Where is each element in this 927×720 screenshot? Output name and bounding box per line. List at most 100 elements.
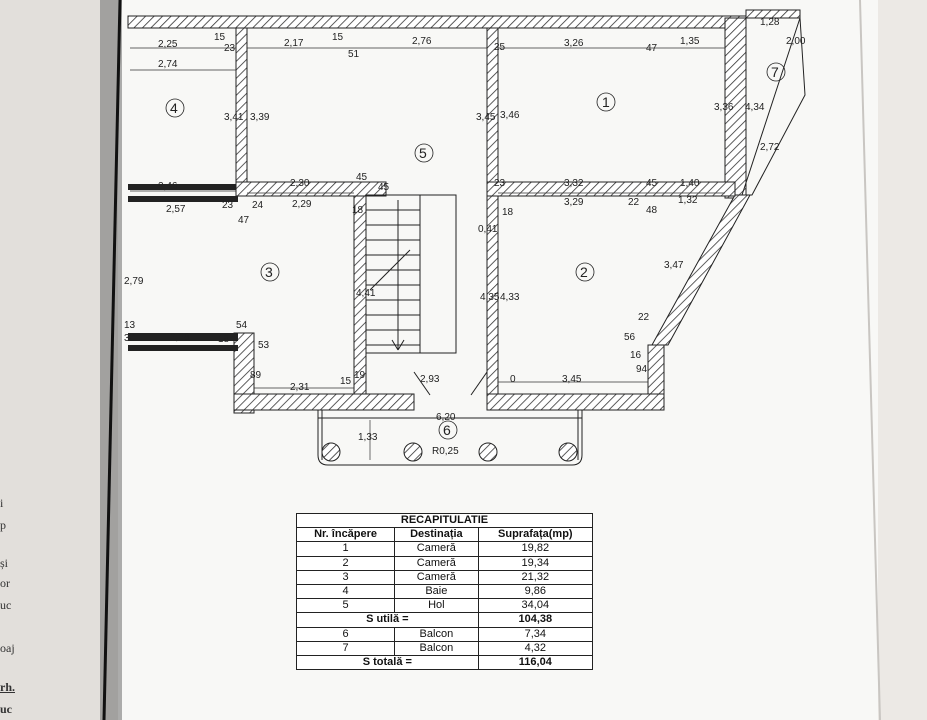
dim-label: 51: [348, 49, 360, 60]
dim-label: 53: [258, 340, 270, 351]
cell: Cameră: [394, 555, 479, 571]
cell: 1: [295, 541, 396, 557]
room-6-label: 6: [443, 422, 451, 438]
dim-label: 94: [636, 364, 648, 375]
balcony-6: [317, 410, 583, 466]
dim-label: 18: [218, 334, 230, 345]
total-value: 116,04: [477, 654, 594, 671]
dim-label: 23: [224, 43, 236, 54]
dim-label: 15: [332, 32, 344, 43]
dim-label: 3,29: [564, 197, 584, 208]
dim-label: 2,25: [158, 39, 178, 50]
cell: 4,32: [477, 640, 594, 656]
edge-text: i: [0, 496, 4, 510]
dim-label: 3,45: [562, 374, 582, 385]
dim-label: 16: [630, 350, 642, 361]
dim-label: 45: [646, 178, 658, 189]
dim-label: 22: [638, 312, 650, 323]
dim-label: 4,41: [356, 288, 376, 299]
cell: Balcon: [394, 626, 479, 642]
dim-label: 15: [214, 32, 226, 43]
subtotal-value: 104,38: [477, 612, 594, 628]
dim-label: 1,28: [760, 17, 780, 28]
edge-text: or: [0, 576, 10, 590]
dim-label: 3,32: [564, 178, 584, 189]
cell: 9,86: [477, 583, 594, 600]
dim-label: 2,93: [420, 374, 440, 385]
dim-label: 6,20: [436, 412, 456, 423]
cell: 7,34: [477, 626, 594, 642]
dim-label: 48: [646, 205, 658, 216]
dim-label: 15: [340, 376, 352, 387]
cell: 19,34: [477, 555, 594, 571]
dim-label: 18: [352, 205, 364, 216]
dim-label: 47: [646, 43, 658, 54]
dim-label: 23: [222, 200, 234, 211]
dim-label: 3,46: [500, 110, 520, 121]
dim-label: 1,33: [358, 432, 378, 443]
dim-label: 3,47: [664, 260, 684, 271]
dim-label: 2,00: [786, 36, 806, 47]
dim-label: 2,57: [166, 204, 186, 215]
dim-label: 1,40: [680, 178, 700, 189]
dim-label: 1,32: [678, 195, 698, 206]
dim-label: 0: [510, 374, 516, 385]
dim-label: 2,31: [290, 382, 310, 393]
room-5-label: 5: [419, 145, 427, 161]
fold-line: [102, 0, 122, 720]
dim-label: 3,45: [476, 112, 496, 123]
dim-label: 30: [124, 333, 136, 344]
dimension-labels: 2,25 15 23 2,74 2,17 15 51 2,76 25 3,26 …: [124, 17, 806, 457]
dim-label: 18: [502, 207, 514, 218]
recap-title: RECAPITULATIE: [296, 512, 593, 529]
total-label: S totală =: [296, 654, 479, 671]
dimension-lines: [130, 47, 725, 460]
cell: 6: [295, 626, 396, 642]
dim-label: 2,46: [158, 181, 178, 192]
dim-label: 23: [494, 178, 506, 189]
dim-label: 25: [494, 42, 506, 53]
recap-table: RECAPITULATIE Nr. încăpere Destinația Su…: [295, 512, 594, 671]
cell: 2: [295, 555, 396, 571]
cell: 4: [295, 583, 396, 600]
dim-label: 54: [236, 320, 248, 331]
table-row: 2 Cameră 19,34: [295, 555, 594, 571]
room-7-label: 7: [771, 64, 779, 80]
cell: 34,04: [477, 598, 594, 614]
dim-label: 2,30: [290, 178, 310, 189]
table-row: 5 Hol 34,04: [295, 598, 594, 614]
edge-text: și: [0, 556, 9, 570]
dim-label: 1,35: [680, 36, 700, 47]
dim-label: R0,25: [432, 446, 459, 457]
cell: Cameră: [394, 569, 479, 585]
cell: 19,82: [477, 541, 594, 557]
table-row: 4 Baie 9,86: [295, 583, 594, 600]
dim-label: 2,17: [284, 38, 304, 49]
col-header: Suprafața(mp): [477, 527, 594, 543]
dim-label: 3,39: [250, 112, 270, 123]
room-markers: [165, 62, 786, 440]
door-opening: [413, 371, 488, 396]
dim-label: 2,72: [760, 142, 780, 153]
edge-text: uc: [0, 598, 12, 612]
cell: 21,32: [477, 569, 594, 585]
dim-label: 56: [624, 332, 636, 343]
dim-label: 3,41: [224, 112, 244, 123]
dim-label: 45: [378, 182, 390, 193]
table-row: 7 Balcon 4,32: [295, 640, 594, 656]
cell: Cameră: [394, 541, 479, 557]
dim-label: 47: [238, 215, 250, 226]
subtotal-row: S utilă = 104,38: [296, 612, 594, 628]
walls: [127, 9, 806, 414]
dim-label: 45: [356, 172, 368, 183]
edge-text: rh.: [0, 680, 15, 694]
dim-label: 3,36: [714, 102, 734, 113]
edge-text: oaj: [0, 641, 15, 655]
dim-label: 2,74: [158, 59, 178, 70]
cell: Hol: [394, 598, 479, 614]
cell: Balcon: [394, 640, 479, 656]
dim-label: 22: [628, 197, 640, 208]
edge-text: p: [0, 518, 6, 532]
dim-label: 2,29: [292, 199, 312, 210]
